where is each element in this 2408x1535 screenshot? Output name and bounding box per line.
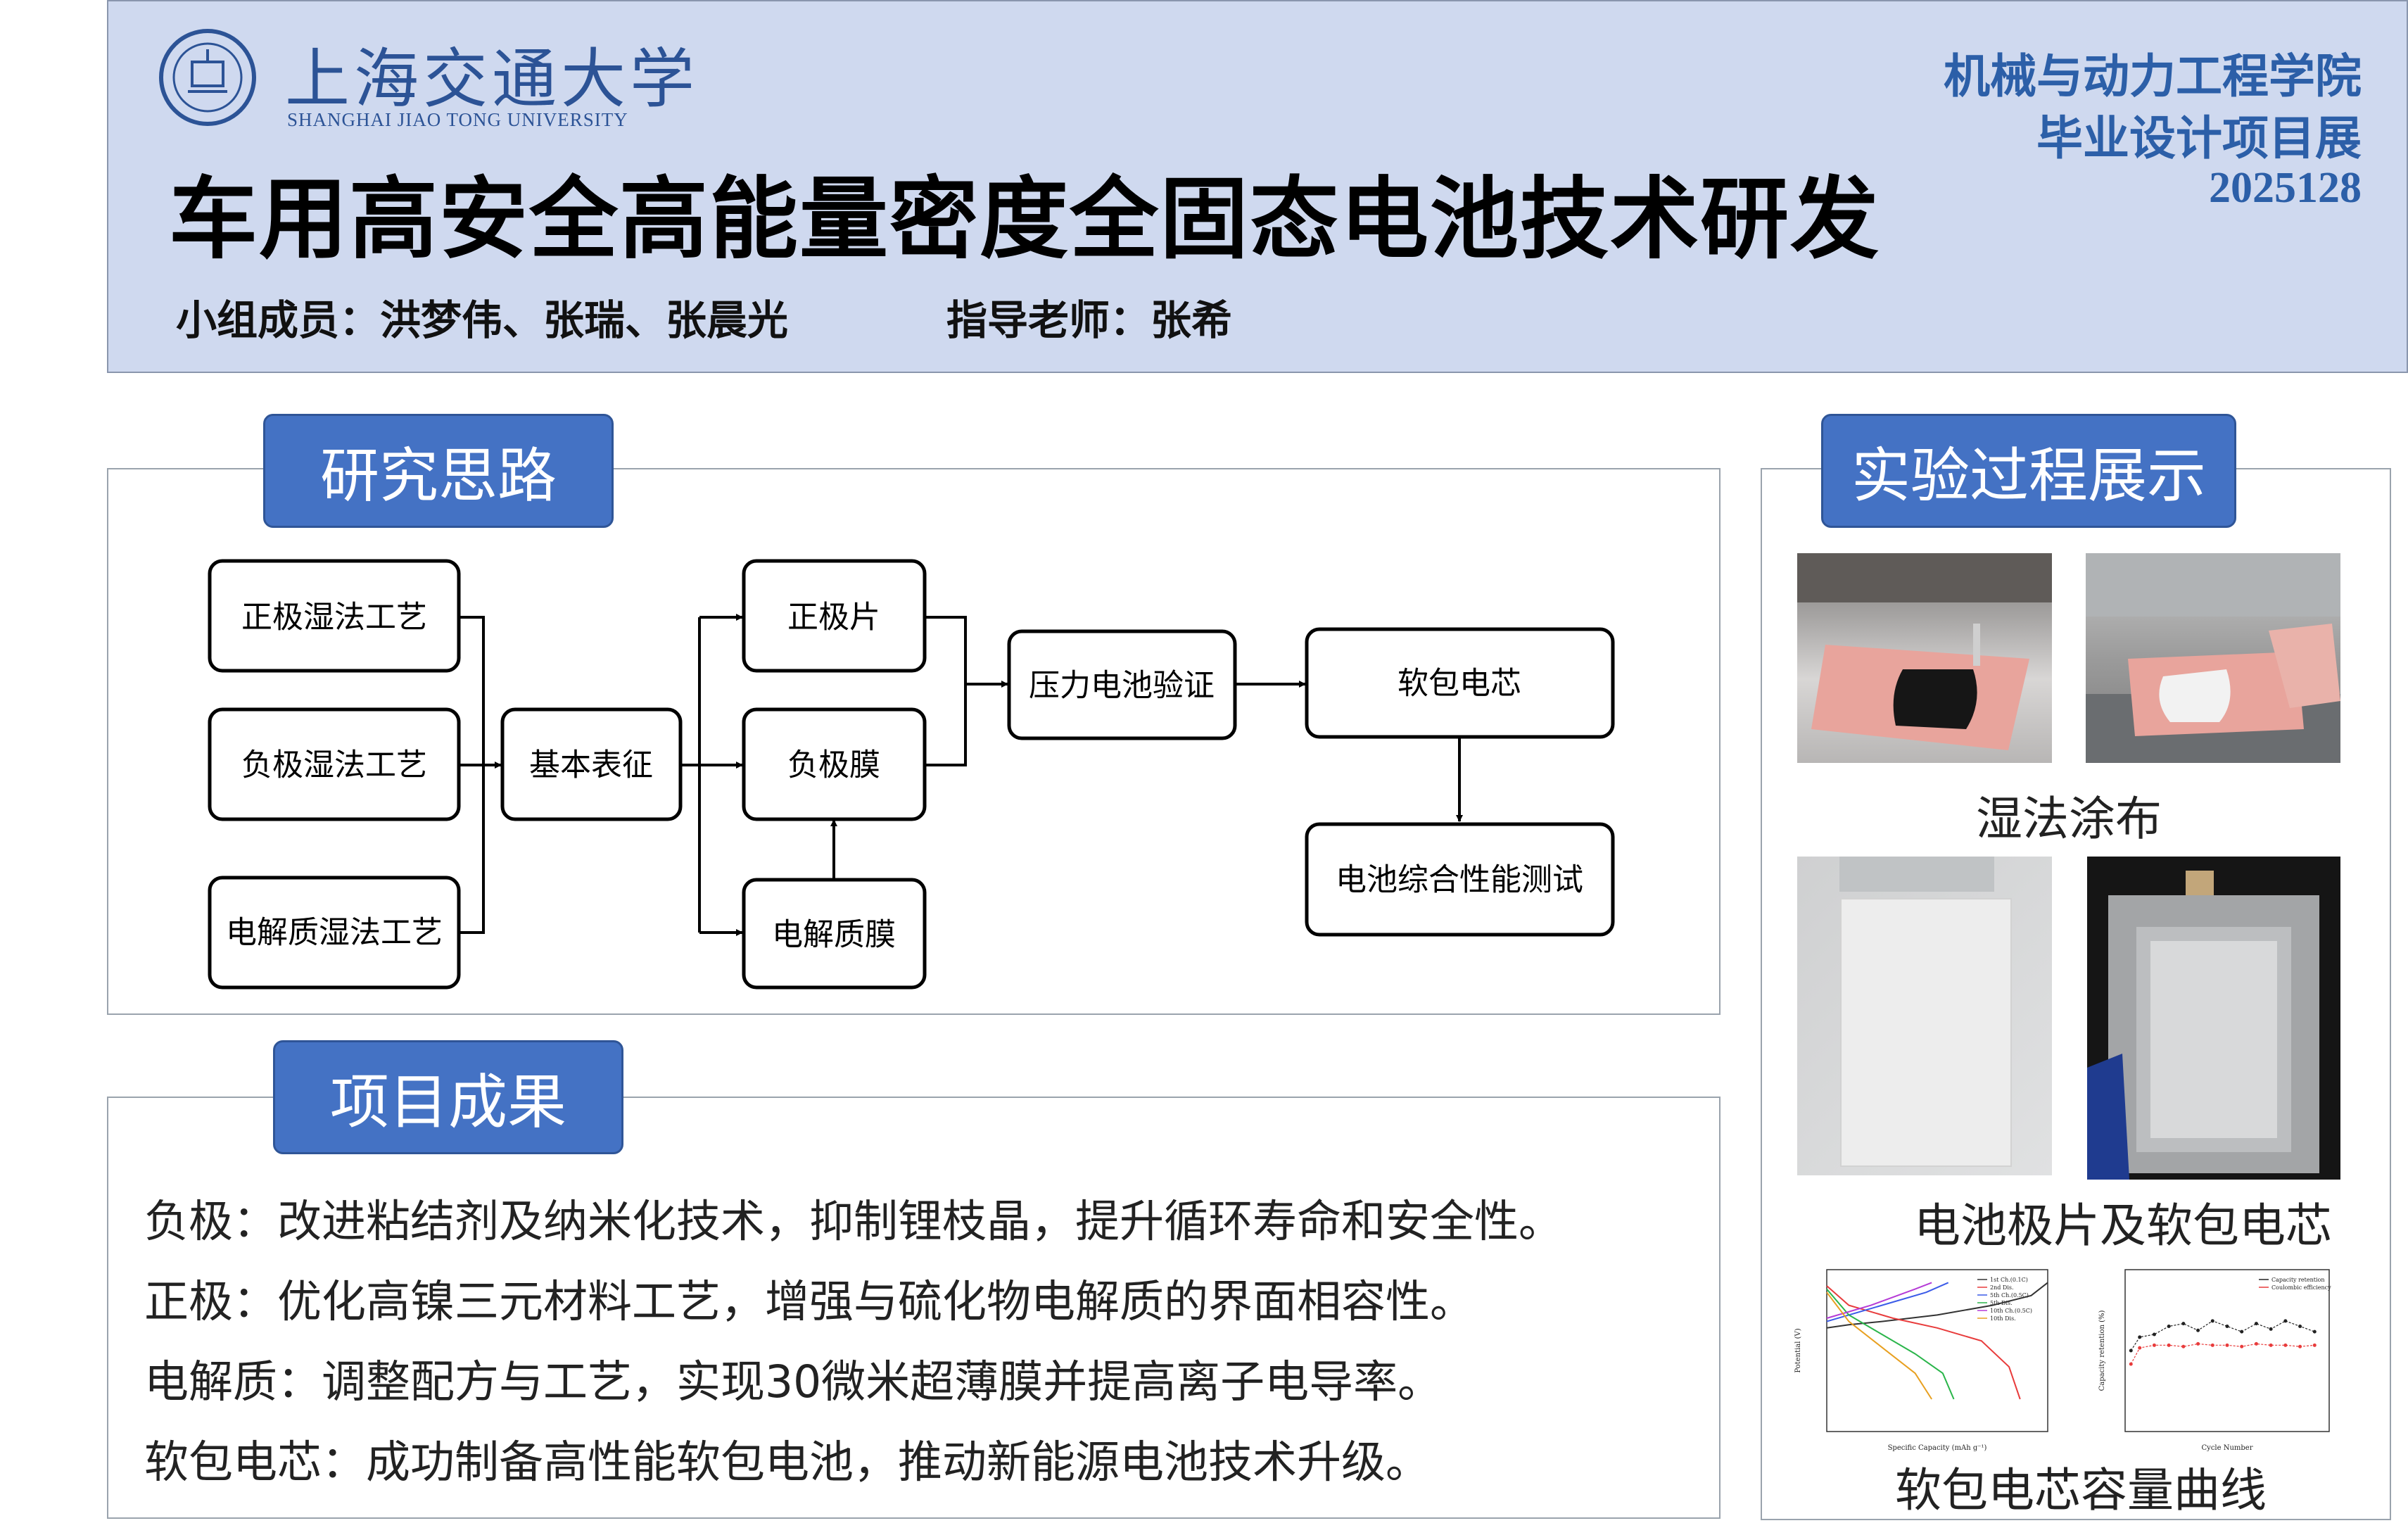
project-code: 2025128 <box>2209 164 2362 212</box>
legend-label: Coulombic efficiency <box>2271 1284 2331 1291</box>
data-point <box>2283 1319 2288 1323</box>
flow-connectors <box>459 614 1463 936</box>
flow-node-cathode-sheet: 正极片 <box>742 559 927 673</box>
photo-electrode-sheet <box>1797 857 2052 1175</box>
data-point <box>2283 1343 2288 1347</box>
photo-pouch-cell <box>2087 857 2340 1180</box>
data-point <box>2254 1341 2258 1346</box>
university-name-en: SHANGHAI JIAO TONG UNIVERSITY <box>287 109 628 130</box>
series-line <box>1826 1282 2048 1329</box>
data-point <box>2225 1343 2229 1347</box>
team-members: 小组成员：洪梦伟、张瑞、张晨光 <box>176 296 789 344</box>
chart-voltage-profile: Specific Capacity (mAh g⁻¹) Potential (V)… <box>1793 1256 2053 1461</box>
data-point <box>2312 1329 2317 1334</box>
data-point <box>2210 1319 2214 1323</box>
flow-node-characterization: 基本表征 <box>500 707 683 821</box>
chart-ylabel: Potential (V) <box>1794 1328 1802 1372</box>
flow-node-pressure-verify: 压力电池验证 <box>1007 629 1237 740</box>
chart-xlabel: Specific Capacity (mAh g⁻¹) <box>1888 1444 1987 1452</box>
flow-node-battery-test: 电池综合性能测试 <box>1305 822 1615 937</box>
legend-label: 5th Ch.(0.5C) <box>1990 1292 2029 1299</box>
legend-label: 1st Ch.(0.1C) <box>1990 1277 2028 1283</box>
flow-node-pouch-core: 软包电芯 <box>1305 627 1615 739</box>
series-line <box>1826 1291 1932 1400</box>
data-point <box>2196 1328 2200 1332</box>
photo-coating-1 <box>1797 553 2052 763</box>
chart-cycle-performance: Cycle Number Capacity retention (%) Capaci… <box>2097 1256 2350 1461</box>
data-point <box>2152 1332 2156 1337</box>
legend-label: 10th Dis. <box>1990 1315 2016 1322</box>
university-name-cn: 上海交通大学 <box>285 42 699 117</box>
chart-cycle-axes: Cycle Number Capacity retention (%) Capaci… <box>2098 1269 2331 1452</box>
data-point <box>2298 1344 2302 1348</box>
caption-electrode: 电池极片及软包电芯 <box>1914 1199 2332 1253</box>
flow-label-anode-wet: 负极湿法工艺 <box>241 747 427 783</box>
result-electrolyte: 电解质：调整配方与工艺，实现30微米超薄膜并提高离子电导率。 <box>144 1356 1443 1408</box>
data-point <box>2152 1343 2156 1347</box>
photo-coating-2 <box>2086 553 2340 763</box>
data-point <box>2240 1329 2244 1334</box>
flow-label-cathode-wet: 正极湿法工艺 <box>241 600 427 636</box>
flow-label-pouch-core: 软包电芯 <box>1398 666 1521 702</box>
chart-ylabel: Capacity retention (%) <box>2098 1310 2106 1391</box>
flow-node-electrolyte-wet: 电解质湿法工艺 <box>208 876 461 990</box>
results-panel <box>107 1097 1721 1519</box>
data-point <box>2269 1327 2273 1331</box>
series-line <box>1826 1285 2021 1400</box>
result-pouch: 软包电芯：成功制备高性能软包电池，推动新能源电池技术升级。 <box>144 1436 1430 1488</box>
flow-label-electrolyte-film: 电解质膜 <box>772 917 896 953</box>
data-point <box>2167 1343 2171 1347</box>
section-title-results: 项目成果 <box>273 1040 623 1154</box>
data-point <box>2181 1344 2186 1348</box>
data-point <box>2269 1343 2273 1347</box>
flow-node-electrolyte-film: 电解质膜 <box>742 878 927 990</box>
data-point <box>2240 1344 2244 1348</box>
flow-label-anode-film: 负极膜 <box>787 747 880 783</box>
advisor: 指导老师：张希 <box>946 296 1233 344</box>
flow-node-anode-film: 负极膜 <box>742 707 927 821</box>
data-point <box>2210 1343 2214 1347</box>
data-point <box>2225 1325 2229 1328</box>
flow-node-anode-wet: 负极湿法工艺 <box>208 707 461 821</box>
series-line <box>1826 1282 1932 1319</box>
data-point <box>2181 1322 2186 1326</box>
series-line <box>2130 1343 2315 1365</box>
legend-label: 2nd Dis. <box>1990 1284 2014 1291</box>
flow-label-cathode-sheet: 正极片 <box>787 600 880 636</box>
result-anode: 负极：改进粘结剂及纳米化技术，抑制锂枝晶，提升循环寿命和安全性。 <box>144 1196 1563 1247</box>
series-line <box>2130 1320 2315 1351</box>
data-point <box>2196 1341 2200 1346</box>
expo-name: 毕业设计项目展 <box>2036 111 2362 165</box>
flow-label-pressure-verify: 压力电池验证 <box>1029 668 1215 704</box>
flow-label-characterization: 基本表征 <box>529 747 653 783</box>
chart-frame <box>1826 1269 2048 1432</box>
flow-label-electrolyte-wet: 电解质湿法工艺 <box>226 915 443 951</box>
caption-curve: 软包电芯容量曲线 <box>1895 1463 2267 1517</box>
chart-frame <box>2124 1269 2330 1432</box>
data-point <box>2254 1322 2258 1326</box>
section-title-experiment: 实验过程展示 <box>1821 414 2236 528</box>
data-point <box>2138 1335 2142 1339</box>
page-title: 车用高安全高能量密度全固态电池技术研发 <box>169 168 1880 271</box>
data-point <box>2129 1362 2133 1366</box>
series-line <box>1826 1288 1955 1400</box>
data-point <box>2312 1343 2317 1347</box>
legend-label: Capacity retention <box>2271 1277 2325 1283</box>
data-point <box>2129 1348 2133 1353</box>
data-point <box>2298 1325 2302 1328</box>
flow-node-cathode-wet: 正极湿法工艺 <box>208 559 461 673</box>
data-point <box>2138 1346 2142 1350</box>
result-cathode: 正极：优化高镍三元材料工艺，增强与硫化物电解质的界面相容性。 <box>144 1276 1474 1327</box>
header-banner <box>107 0 2408 373</box>
chart-voltage-axes: Specific Capacity (mAh g⁻¹) Potential (V)… <box>1794 1269 2048 1452</box>
chart-xlabel: Cycle Number <box>2202 1444 2253 1452</box>
legend-label: 10th Ch.(0.5C) <box>1990 1308 2032 1314</box>
flow-label-battery-test: 电池综合性能测试 <box>1336 862 1583 898</box>
caption-coating: 湿法涂布 <box>1976 792 2162 846</box>
research-flowchart: 正极湿法工艺 负极湿法工艺 电解质湿法工艺 基本表征 正极片 负极膜 电解质膜 … <box>208 559 1615 990</box>
data-point <box>2167 1325 2171 1328</box>
section-title-research: 研究思路 <box>263 414 614 528</box>
school-name: 机械与动力工程学院 <box>1944 49 2362 103</box>
university-seal-icon <box>159 29 256 126</box>
